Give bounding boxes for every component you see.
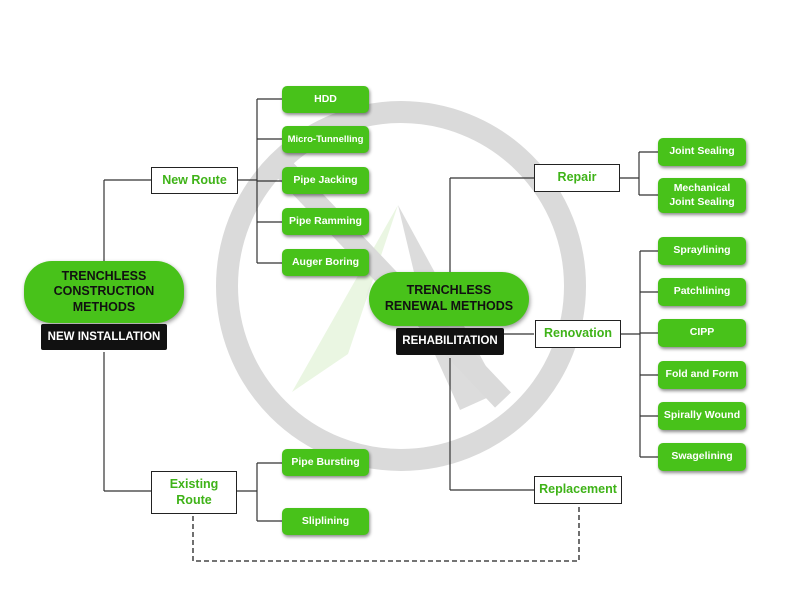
method-mechanical-joint-sealing: Mechanical Joint Sealing	[658, 178, 746, 213]
method-swagelining: Swagelining	[658, 443, 746, 471]
method-patchlining: Patchlining	[658, 278, 746, 306]
construction-title-line2: CONSTRUCTION	[53, 284, 155, 299]
construction-methods-node: TRENCHLESS CONSTRUCTION METHODS	[24, 261, 184, 323]
method-micro-tunnelling: Micro-Tunnelling	[282, 126, 369, 153]
method-fold-and-form: Fold and Form	[658, 361, 746, 389]
rehabilitation-label: REHABILITATION	[396, 328, 504, 355]
renewal-title-line1: TRENCHLESS	[406, 283, 492, 298]
method-spraylining: Spraylining	[658, 237, 746, 265]
existing-route-line2: Route	[176, 492, 212, 507]
replacement-box: Replacement	[534, 476, 622, 504]
renewal-methods-node: TRENCHLESS RENEWAL METHODS	[369, 272, 529, 326]
mechanical-line2: Joint Sealing	[669, 195, 735, 208]
method-auger-boring: Auger Boring	[282, 249, 369, 276]
construction-title-line1: TRENCHLESS	[61, 268, 147, 283]
method-pipe-jacking: Pipe Jacking	[282, 167, 369, 194]
renovation-box: Renovation	[535, 320, 621, 348]
existing-route-box: Existing Route	[151, 471, 237, 514]
new-installation-label: NEW INSTALLATION	[41, 324, 167, 350]
method-joint-sealing: Joint Sealing	[658, 138, 746, 166]
new-route-box: New Route	[151, 167, 238, 194]
method-cipp: CIPP	[658, 319, 746, 347]
method-hdd: HDD	[282, 86, 369, 113]
repair-box: Repair	[534, 164, 620, 192]
existing-route-line1: Existing	[169, 476, 219, 491]
method-pipe-bursting: Pipe Bursting	[282, 449, 369, 476]
method-sliplining: Sliplining	[282, 508, 369, 535]
method-spirally-wound: Spirally Wound	[658, 402, 746, 430]
renewal-title-line2: RENEWAL METHODS	[384, 299, 514, 313]
construction-title-line3: METHODS	[72, 299, 136, 314]
method-pipe-ramming: Pipe Ramming	[282, 208, 369, 235]
mechanical-line1: Mechanical	[673, 182, 731, 195]
